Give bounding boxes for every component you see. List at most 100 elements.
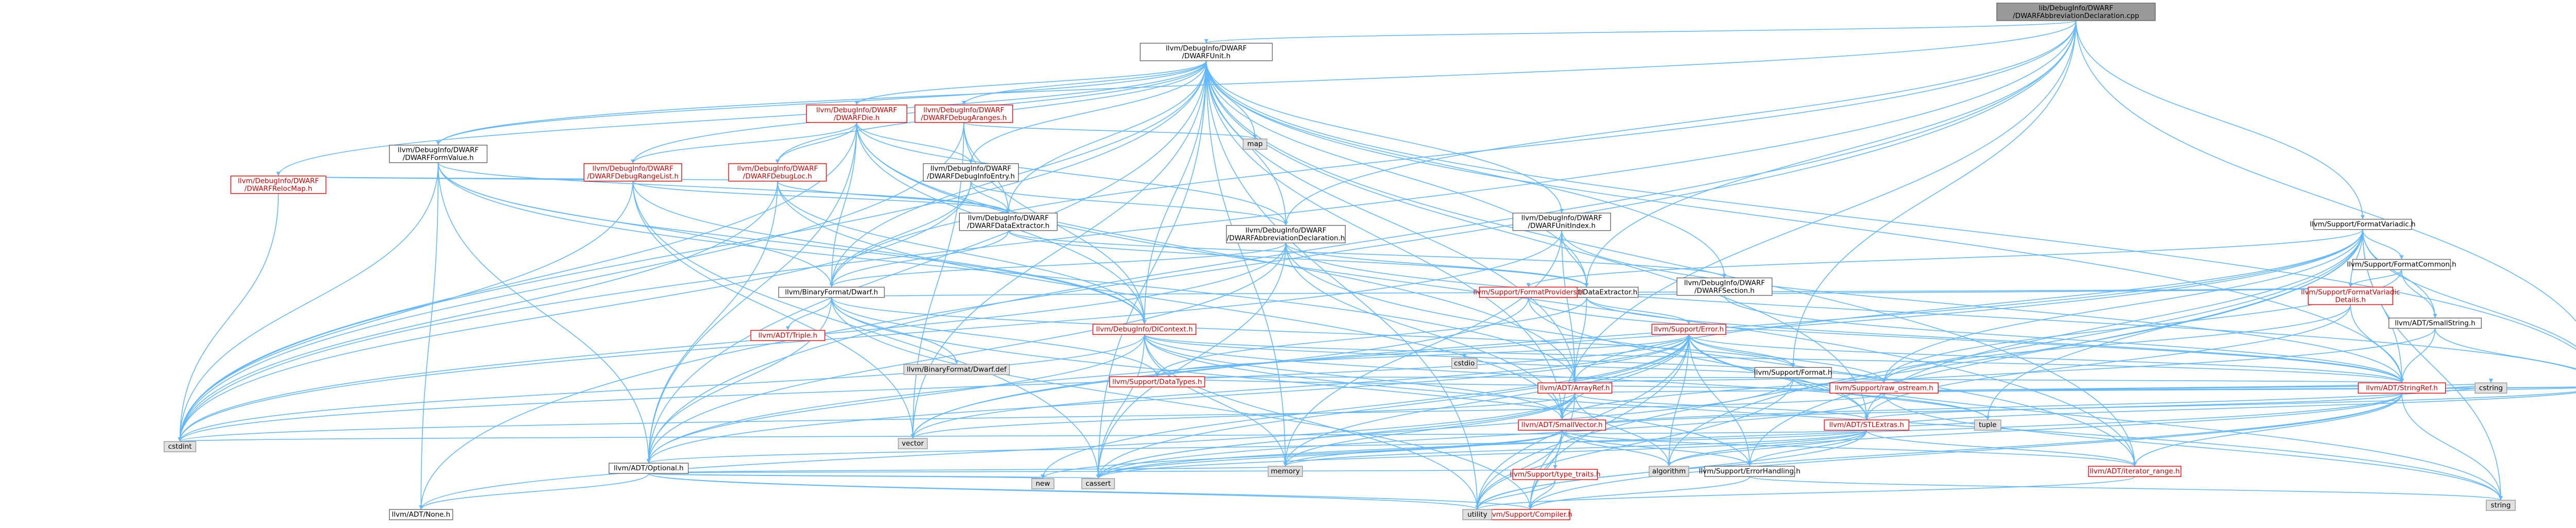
edge-arrowhead [1041,474,1045,479]
edge-arrowhead [1475,505,1480,510]
node-label: llvm/Support/ErrorHandling.h [1699,467,1801,475]
edge-dwarfdie-to-bfdwarf [831,122,857,287]
node-label: llvm/DebugInfo/DWARF [1166,44,1247,53]
node-smallvector[interactable]: llvm/ADT/SmallVector.h [1518,419,1606,431]
edge-stringref-to-iteratorrange [2134,393,2402,467]
node-datatypes[interactable]: llvm/Support/DataTypes.h [1109,376,1206,387]
node-cstdio[interactable]: cstdio [1451,357,1478,369]
node-formatproviders[interactable]: llvm/Support/FormatProviders.h [1473,286,1584,298]
edge-error-to-memory [1284,334,1689,467]
edge-error-to-rawostream [1688,334,1885,383]
node-dwarfabbrev[interactable]: llvm/DebugInfo/DWARF/DWARFAbbreviationDe… [1226,225,1346,244]
edge-dicontext-to-string [1144,334,2501,501]
node-errorhandling[interactable]: llvm/Support/ErrorHandling.h [1699,466,1801,477]
node-none[interactable]: llvm/ADT/None.h [389,509,453,520]
node-box [1462,509,1493,520]
edge-arrowhead [1283,221,1288,226]
node-triple[interactable]: llvm/ADT/Triple.h [750,330,825,342]
edge-dwarfdebugloc-to-smallvector [777,181,1563,420]
edge-stringref-to-stlextras [1866,393,2402,420]
edge-dwarfdie-to-cstdint [179,122,857,442]
node-arrayref[interactable]: llvm/ADT/ArrayRef.h [1537,382,1613,394]
node-box [1829,382,1939,394]
edge-smallstring-to-cstddef [2434,328,2576,369]
edge-dwarfdebugloc-to-cstdint [179,181,778,442]
node-optional[interactable]: llvm/ADT/Optional.h [608,463,689,474]
node-format[interactable]: llvm/Support/Format.h [1754,367,1833,379]
node-stringref[interactable]: llvm/ADT/StringRef.h [2358,382,2446,394]
node-dwarfdie[interactable]: llvm/DebugInfo/DWARF/DWARFDie.h [806,105,907,123]
node-label: /DWARFAbbreviationDeclaration.cpp [2013,12,2139,20]
node-label: /DWARFDebugAranges.h [921,114,1007,122]
node-stlextras[interactable]: llvm/ADT/STLExtras.h [1824,419,1909,431]
node-memory[interactable]: memory [1267,466,1303,477]
node-typetraits[interactable]: llvm/Support/type_traits.h [1510,469,1601,480]
edge-dwarfunit-to-memory [1206,60,1286,467]
node-vector[interactable]: vector [897,438,928,449]
edge-error-to-optional [648,334,1689,464]
edge-arrayref-to-memory [1284,393,1575,467]
node-bfdwarfdef[interactable]: llvm/BinaryFormat/Dwarf.def [903,364,1010,376]
node-error[interactable]: llvm/Support/Error.h [1651,323,1726,335]
node-label: llvm/DebugInfo/DWARF [238,177,319,185]
node-cstring[interactable]: cstring [2475,382,2507,394]
node-dwarfunitindex[interactable]: llvm/DebugInfo/DWARF/DWARFUnitIndex.h [1512,212,1611,231]
node-tuple[interactable]: tuple [1974,419,2002,431]
edge-dwarfunit-to-optional [648,60,1207,464]
edge-dwarfformvalue-to-optional [437,162,649,464]
edge-stlextras-to-cassert [1097,430,1867,479]
node-bfdwarf[interactable]: llvm/BinaryFormat/Dwarf.h [778,286,885,298]
node-compiler[interactable]: llvm/Support/Compiler.h [1488,509,1572,520]
edge-dwarfunit-to-dwarfdie [856,60,1207,106]
edge-smallstring-to-stringref [2401,328,2436,383]
node-root[interactable]: lib/DebugInfo/DWARF/DWARFAbbreviationDec… [1996,3,2156,21]
node-iteratorrange[interactable]: llvm/ADT/iterator_range.h [2088,466,2181,477]
node-dwarfsection[interactable]: llvm/DebugInfo/DWARF/DWARFSection.h [1676,277,1773,296]
edge-error-to-new [1042,334,1689,479]
edge-root-to-dwarfunit [1206,20,2077,44]
node-dicontext[interactable]: llvm/DebugInfo/DIContext.h [1092,323,1197,335]
node-smallstring[interactable]: llvm/ADT/SmallString.h [2388,317,2482,329]
node-utility[interactable]: utility [1462,509,1493,520]
node-new[interactable]: new [1031,478,1055,489]
edge-dwarfdebugrnglist-to-cstdint [179,181,634,442]
edge-dwarfdebugrnglist-to-cassert [632,181,1099,479]
node-box [1996,3,2156,21]
edge-stlextras-to-memory [1284,430,1867,467]
node-dwarfunit[interactable]: llvm/DebugInfo/DWARF/DWARFUnit.h [1140,43,1273,61]
edge-formatvariadicdetails-to-stringref [2350,304,2402,383]
node-cstdint[interactable]: cstdint [163,441,196,452]
node-label: llvm/ADT/SmallVector.h [1521,421,1603,429]
node-map[interactable]: map [1243,139,1267,150]
edge-arrowhead [1526,283,1531,287]
node-label: llvm/DebugInfo/DWARF [398,146,479,155]
node-box [1081,478,1115,489]
node-rawostream[interactable]: llvm/Support/raw_ostream.h [1829,382,1939,394]
node-dwarfformvalue[interactable]: llvm/DebugInfo/DWARF/DWARFFormValue.h [389,145,488,163]
edge-dicontext-to-cassert [1097,334,1145,479]
node-formatvariadic[interactable]: llvm/Support/FormatVariadic.h [2310,218,2416,230]
node-dwarfrelocmap[interactable]: llvm/DebugInfo/DWARF/DWARFRelocMap.h [230,175,327,194]
node-dwarfdataextractor[interactable]: llvm/DebugInfo/DWARF/DWARFDataExtractor.… [959,212,1058,231]
edge-dwarfformvalue-to-dwarfdataextractor [437,162,1009,213]
node-dwarfdebuginfoentry[interactable]: llvm/DebugInfo/DWARF/DWARFDebugInfoEntry… [923,163,1019,182]
node-dwarfdebugrnglist[interactable]: llvm/DebugInfo/DWARF/DWARFDebugRangeList… [583,163,682,182]
edge-bfdwarf-to-optional [648,297,832,464]
node-box [1974,419,2002,431]
node-label: llvm/BinaryFormat/Dwarf.h [785,288,878,296]
node-algorithm[interactable]: algorithm [1649,466,1689,477]
edge-arrowhead [1667,462,1671,467]
node-cassert[interactable]: cassert [1081,478,1115,489]
node-dwarfdebugaranges[interactable]: llvm/DebugInfo/DWARF/DWARFDebugAranges.h [914,105,1013,123]
node-label: /DWARFFormValue.h [403,154,474,162]
edge-arrowhead [2433,314,2437,318]
edge-arrowhead [1096,474,1100,479]
edge-formatvariadic-to-cstddef [2362,229,2576,347]
node-dwarfdebugloc[interactable]: llvm/DebugInfo/DWARF/DWARFDebugLoc.h [728,163,827,182]
edge-dwarfunit-to-cstdint [179,60,1207,442]
edge-dwarfunitindex-to-stringref [1561,230,2402,383]
edge-dwarfabbrev-to-cstdint [179,243,1286,442]
node-formatcommon[interactable]: llvm/Support/FormatCommon.h [2347,259,2456,270]
node-string[interactable]: string [2486,500,2516,511]
